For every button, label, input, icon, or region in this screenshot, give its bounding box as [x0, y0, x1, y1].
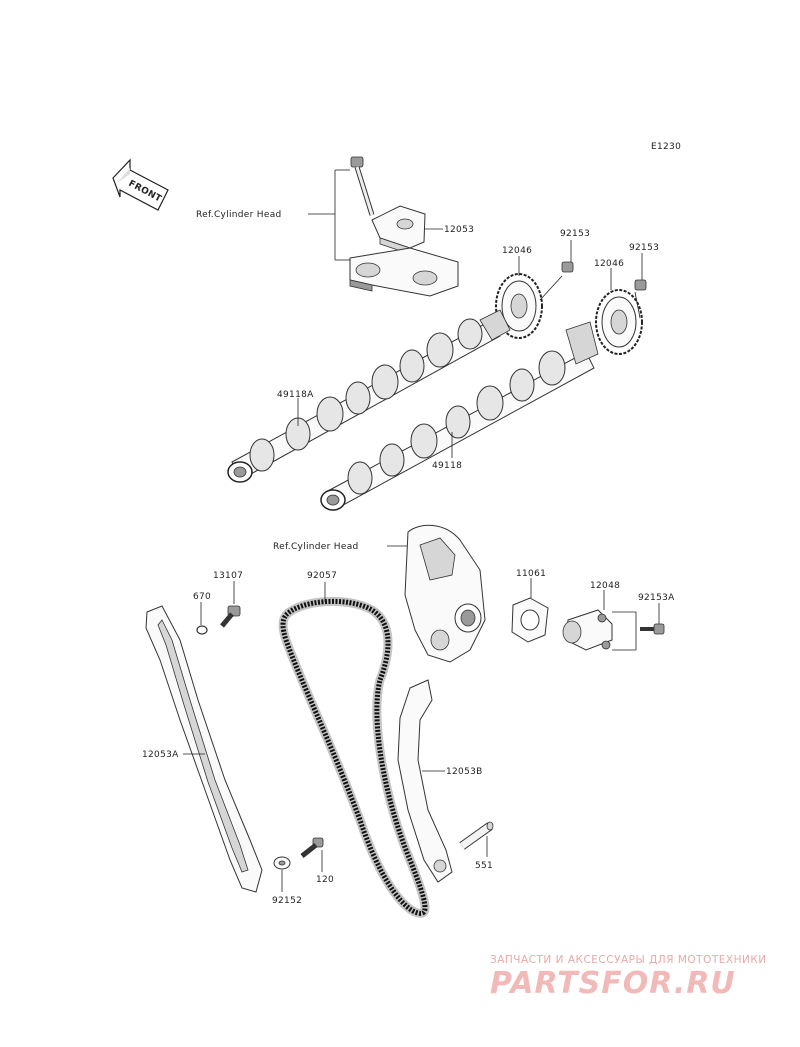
- guide-sleeve-92152: [273, 856, 291, 870]
- tensioner-guide-12053B: [397, 679, 453, 883]
- label-11061: 11061: [516, 569, 546, 579]
- label-12053A: 12053A: [142, 750, 179, 760]
- label-49118: 49118: [432, 461, 462, 471]
- camshaft-49118: [320, 321, 599, 511]
- chain-tensioner-12048: [562, 609, 613, 651]
- watermark-logo: PARTSFOR.RU: [490, 966, 736, 1001]
- label-120: 120: [316, 875, 334, 885]
- label-12046-left: 12046: [502, 246, 532, 256]
- label-92153A: 92153A: [638, 593, 675, 603]
- ref-bracket-top: [308, 169, 350, 261]
- cylinder-head-section: [404, 524, 486, 663]
- watermark-tagline: ЗАПЧАСТИ И АКСЕССУАРЫ ДЛЯ МОТОТЕХНИКИ: [490, 954, 767, 966]
- label-92057: 92057: [307, 571, 337, 581]
- label-670: 670: [193, 592, 211, 602]
- ref-cylinder-head-bottom: Ref.Cylinder Head: [273, 542, 359, 552]
- label-92153-left: 92153: [560, 229, 590, 239]
- camshaft-49118A: [227, 309, 511, 483]
- camshaft-lower-holder: [349, 247, 459, 297]
- label-12046-right: 12046: [594, 259, 624, 269]
- gasket-11061: [511, 597, 549, 643]
- cam-sprocket-left: [495, 273, 543, 339]
- ref-cylinder-head-top: Ref.Cylinder Head: [196, 210, 282, 220]
- label-49118A: 49118A: [277, 390, 314, 400]
- sprocket-bolt-left: [561, 261, 574, 273]
- label-551: 551: [475, 861, 493, 871]
- sprocket-bolt-right: [634, 279, 647, 291]
- diagram-code: E1230: [651, 142, 681, 152]
- chain-guide-12053A: [145, 605, 263, 893]
- guide-pin-551: [459, 821, 494, 850]
- label-13107: 13107: [213, 571, 243, 581]
- front-arrow-icon: FRONT: [112, 158, 169, 211]
- label-12053B: 12053B: [446, 767, 483, 777]
- camshaft-holder-12053: [371, 205, 426, 255]
- camshaft-cap-bolt: [350, 156, 375, 216]
- guide-bolt-13107: [220, 605, 241, 628]
- o-ring-670: [196, 625, 208, 635]
- label-12048: 12048: [590, 581, 620, 591]
- cam-sprocket-right: [595, 289, 643, 355]
- label-92153-right: 92153: [629, 243, 659, 253]
- cam-chain-92057: [278, 596, 430, 918]
- tensioner-bolt-92153A: [640, 623, 665, 635]
- label-12053: 12053: [444, 225, 474, 235]
- guide-bolt-120: [300, 837, 324, 858]
- label-92152: 92152: [272, 896, 302, 906]
